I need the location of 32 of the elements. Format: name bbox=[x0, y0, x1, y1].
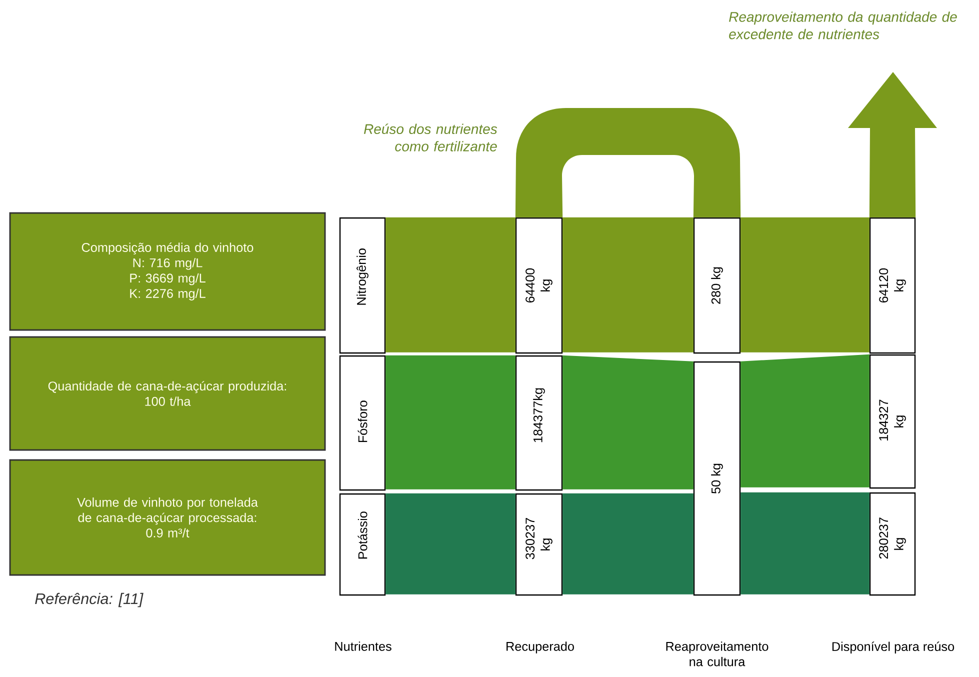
value-box: 184377kg bbox=[515, 355, 563, 491]
flow-band bbox=[562, 493, 694, 594]
flow-band bbox=[386, 217, 516, 352]
flow-arrow bbox=[848, 72, 937, 218]
value-box: 330237 kg bbox=[515, 493, 563, 596]
flow-band bbox=[386, 493, 516, 594]
flow-band bbox=[562, 355, 694, 490]
value-box: 184327 kg bbox=[869, 354, 916, 489]
column-label: Nutrientes bbox=[335, 642, 392, 651]
info-box: Quantidade de cana-de-açúcar produzida: 100 t/ha bbox=[9, 336, 326, 451]
annotation-text: Reaproveitamento da quantidade de excedente de nutrientes bbox=[729, 12, 957, 40]
value-box: 280237 kg bbox=[869, 492, 916, 596]
annotation-text: Reúso dos nutrientes como fertilizante bbox=[364, 124, 498, 152]
flow-band bbox=[386, 355, 516, 490]
column-label: Recuperado bbox=[506, 642, 574, 654]
value-box: Fósforo bbox=[339, 355, 386, 491]
value-box: Potássio bbox=[339, 493, 386, 596]
value-box: 64120 kg bbox=[869, 217, 916, 354]
flow-band bbox=[515, 108, 741, 218]
info-box: Composição média do vinhoto N: 716 mg/L P: 3669 mg/L K: 2276 mg/L bbox=[9, 212, 326, 331]
column-label: Reaproveitamento na cultura bbox=[666, 642, 768, 666]
column-label: Disponível para reúso bbox=[832, 642, 954, 654]
flow-band bbox=[740, 354, 870, 488]
value-box: 64400 kg bbox=[515, 217, 563, 354]
flow-band bbox=[740, 217, 870, 352]
value-box: 280 kg bbox=[693, 217, 741, 354]
value-box: 50 kg bbox=[693, 361, 741, 596]
flow-band bbox=[740, 492, 870, 594]
flow-band bbox=[562, 217, 694, 352]
info-box: Volume de vinhoto por tonelada de cana-de-açúcar processada: 0.9 m³/t bbox=[9, 459, 326, 576]
value-box: Nitrogênio bbox=[339, 217, 386, 354]
reference-note: Referência: [11] bbox=[35, 592, 144, 608]
